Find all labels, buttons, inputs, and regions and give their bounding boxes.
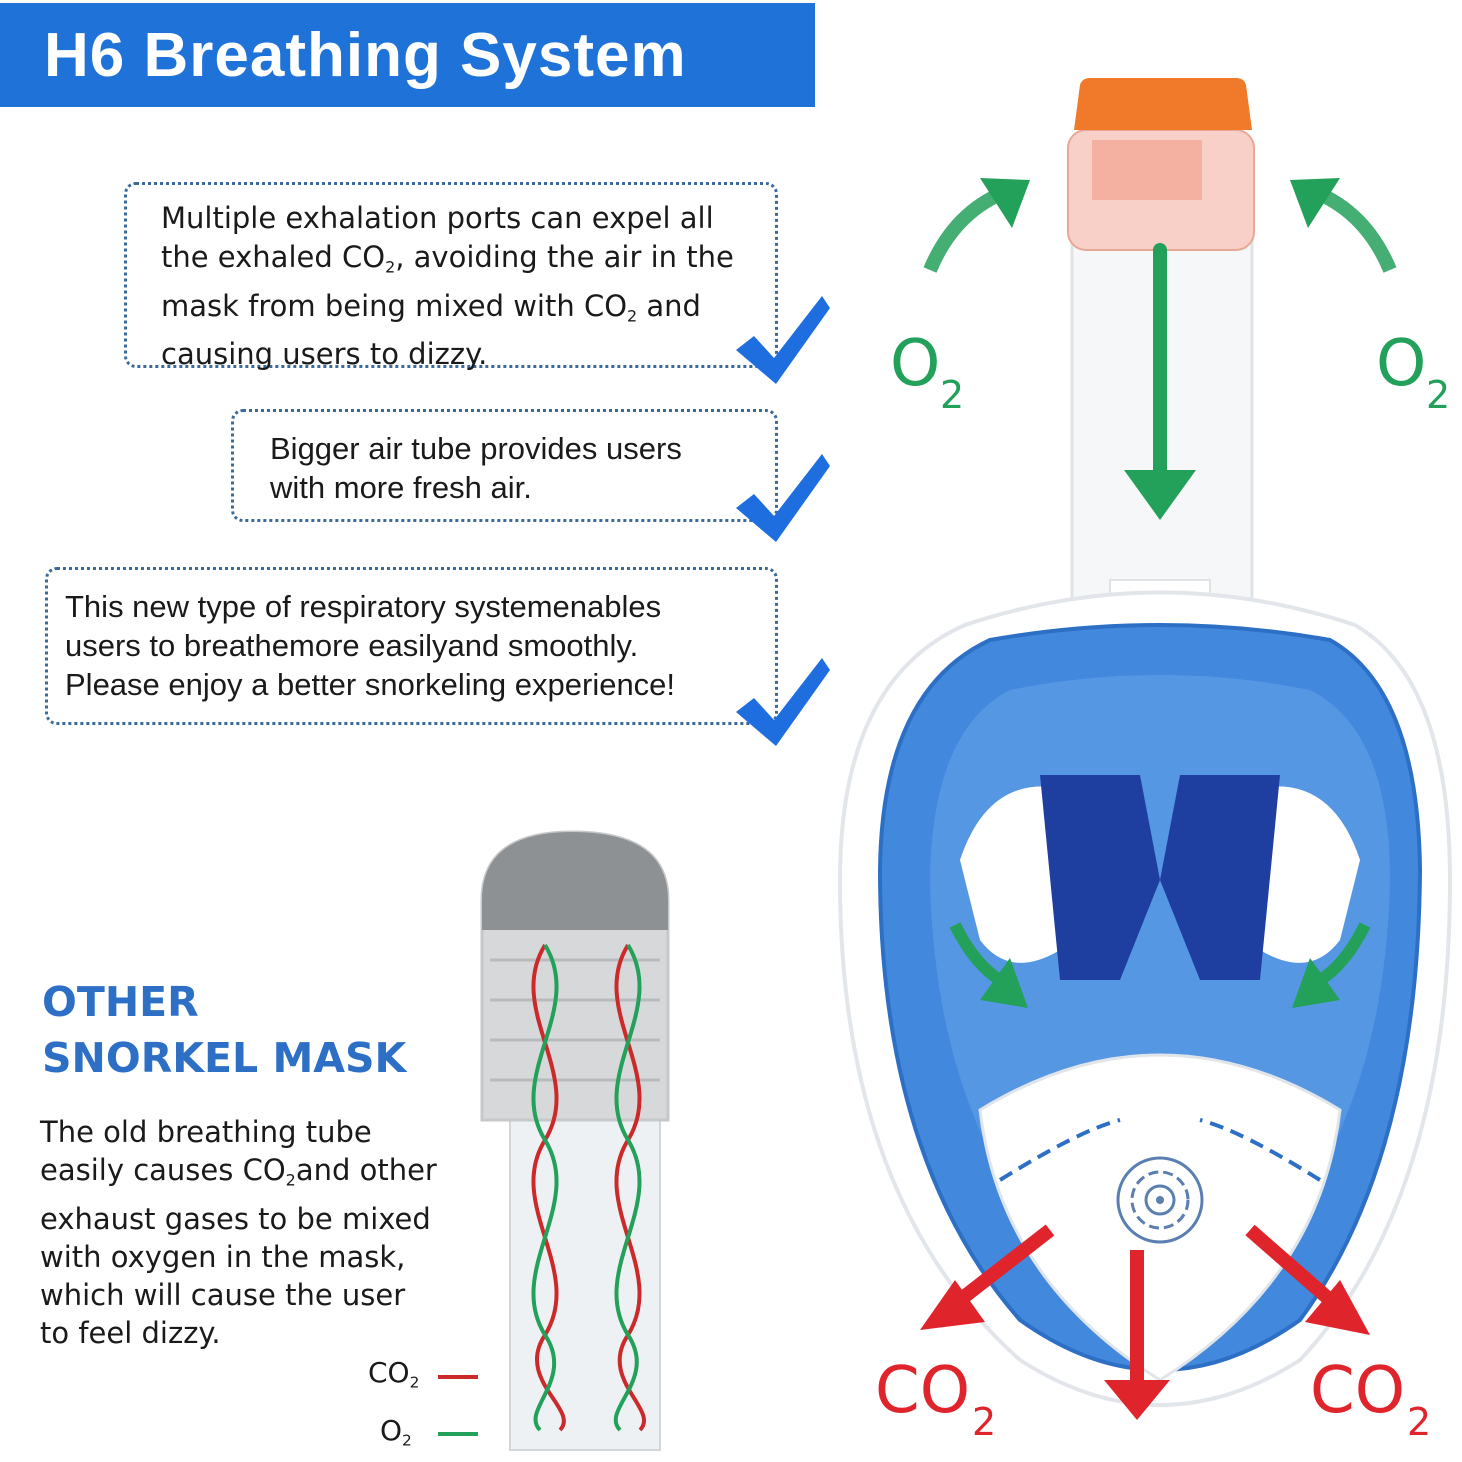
legend-o2-line xyxy=(438,1432,478,1436)
feature-1-line-2a: the exhaled CO xyxy=(161,240,386,274)
other-desc-line-3: exhaust gases to be mixed xyxy=(40,1201,431,1236)
feature-1-sub-1: 2 xyxy=(385,257,396,277)
title-banner: H6 Breathing System xyxy=(0,3,815,107)
other-mask-description: The old breathing tube easily causes CO2… xyxy=(40,1113,460,1352)
legend-co2-label: CO2 xyxy=(368,1356,419,1391)
o2-sub-left: 2 xyxy=(940,373,964,417)
legend-co2-text: CO xyxy=(368,1356,410,1389)
feature-1-line-3a: mask from being mixed with CO xyxy=(161,288,628,323)
co2-arrow-icon xyxy=(920,1224,1370,1420)
feature-3-line-2: users to breathemore easilyand smoothly. xyxy=(65,628,639,663)
other-desc-line-6: to feel dizzy. xyxy=(40,1315,221,1350)
gas-labels: O 2 O 2 CO 2 CO 2 xyxy=(875,327,1450,1444)
feature-box-exhalation: Multiple exhalation ports can expel all … xyxy=(124,182,778,371)
other-desc-line-2b: and other xyxy=(295,1153,437,1187)
co2-sub-right: 2 xyxy=(1407,1400,1431,1444)
other-desc-line-2a: easily causes CO xyxy=(40,1153,286,1187)
feature-2-line-2: with more fresh air. xyxy=(270,470,532,505)
check-icon xyxy=(736,454,830,542)
other-mask-heading: OTHER SNORKEL MASK xyxy=(42,974,406,1086)
feature-3-line-3: Please enjoy a better snorkeling experie… xyxy=(65,667,676,702)
feature-1-line-3b: and xyxy=(637,288,701,323)
feature-text-air-tube: Bigger air tube provides users with more… xyxy=(270,429,770,507)
feature-1-line-4: causing users to dizzy. xyxy=(161,337,488,372)
feature-text-exhalation: Multiple exhalation ports can expel all … xyxy=(161,199,761,374)
o2-label-right: O xyxy=(1376,327,1426,401)
o2-sub-right: 2 xyxy=(1426,373,1450,417)
co2-label-right: CO xyxy=(1310,1354,1405,1428)
page-title: H6 Breathing System xyxy=(44,20,687,90)
check-icon xyxy=(736,296,830,384)
feature-box-air-tube: Bigger air tube provides users with more… xyxy=(231,409,778,522)
legend-co2-sub: 2 xyxy=(409,1373,420,1392)
feature-2-line-1: Bigger air tube provides users xyxy=(270,431,682,466)
co2-sub-left: 2 xyxy=(972,1400,996,1444)
other-desc-sub: 2 xyxy=(285,1170,296,1190)
check-icon xyxy=(736,658,830,746)
o2-label-left: O xyxy=(890,327,940,401)
legend-o2-sub: 2 xyxy=(402,1431,412,1450)
feature-box-respiratory-system: This new type of respiratory systemenabl… xyxy=(45,567,778,725)
legend-co2-line xyxy=(438,1375,478,1379)
feature-1-line-2b: , avoiding the air in the xyxy=(395,240,734,274)
other-mask-heading-line-1: OTHER xyxy=(42,978,199,1026)
old-snorkel-tube xyxy=(480,830,670,1451)
other-desc-line-5: which will cause the user xyxy=(40,1277,406,1312)
feature-1-sub-2: 2 xyxy=(627,306,638,326)
feature-3-line-1: This new type of respiratory systemenabl… xyxy=(65,589,662,624)
other-desc-line-4: with oxygen in the mask, xyxy=(40,1239,406,1274)
o2-arrow-icon xyxy=(923,178,1397,1008)
other-desc-line-1: The old breathing tube xyxy=(40,1115,372,1149)
feature-text-respiratory-system: This new type of respiratory systemenabl… xyxy=(65,587,785,704)
other-mask-heading-line-2: SNORKEL MASK xyxy=(42,1034,407,1082)
legend-o2-text: O xyxy=(380,1414,403,1447)
legend-o2-label: O2 xyxy=(380,1414,412,1449)
feature-1-line-1: Multiple exhalation ports can expel all xyxy=(161,201,714,235)
co2-label-left: CO xyxy=(875,1354,970,1428)
full-face-mask xyxy=(837,78,1453,1407)
